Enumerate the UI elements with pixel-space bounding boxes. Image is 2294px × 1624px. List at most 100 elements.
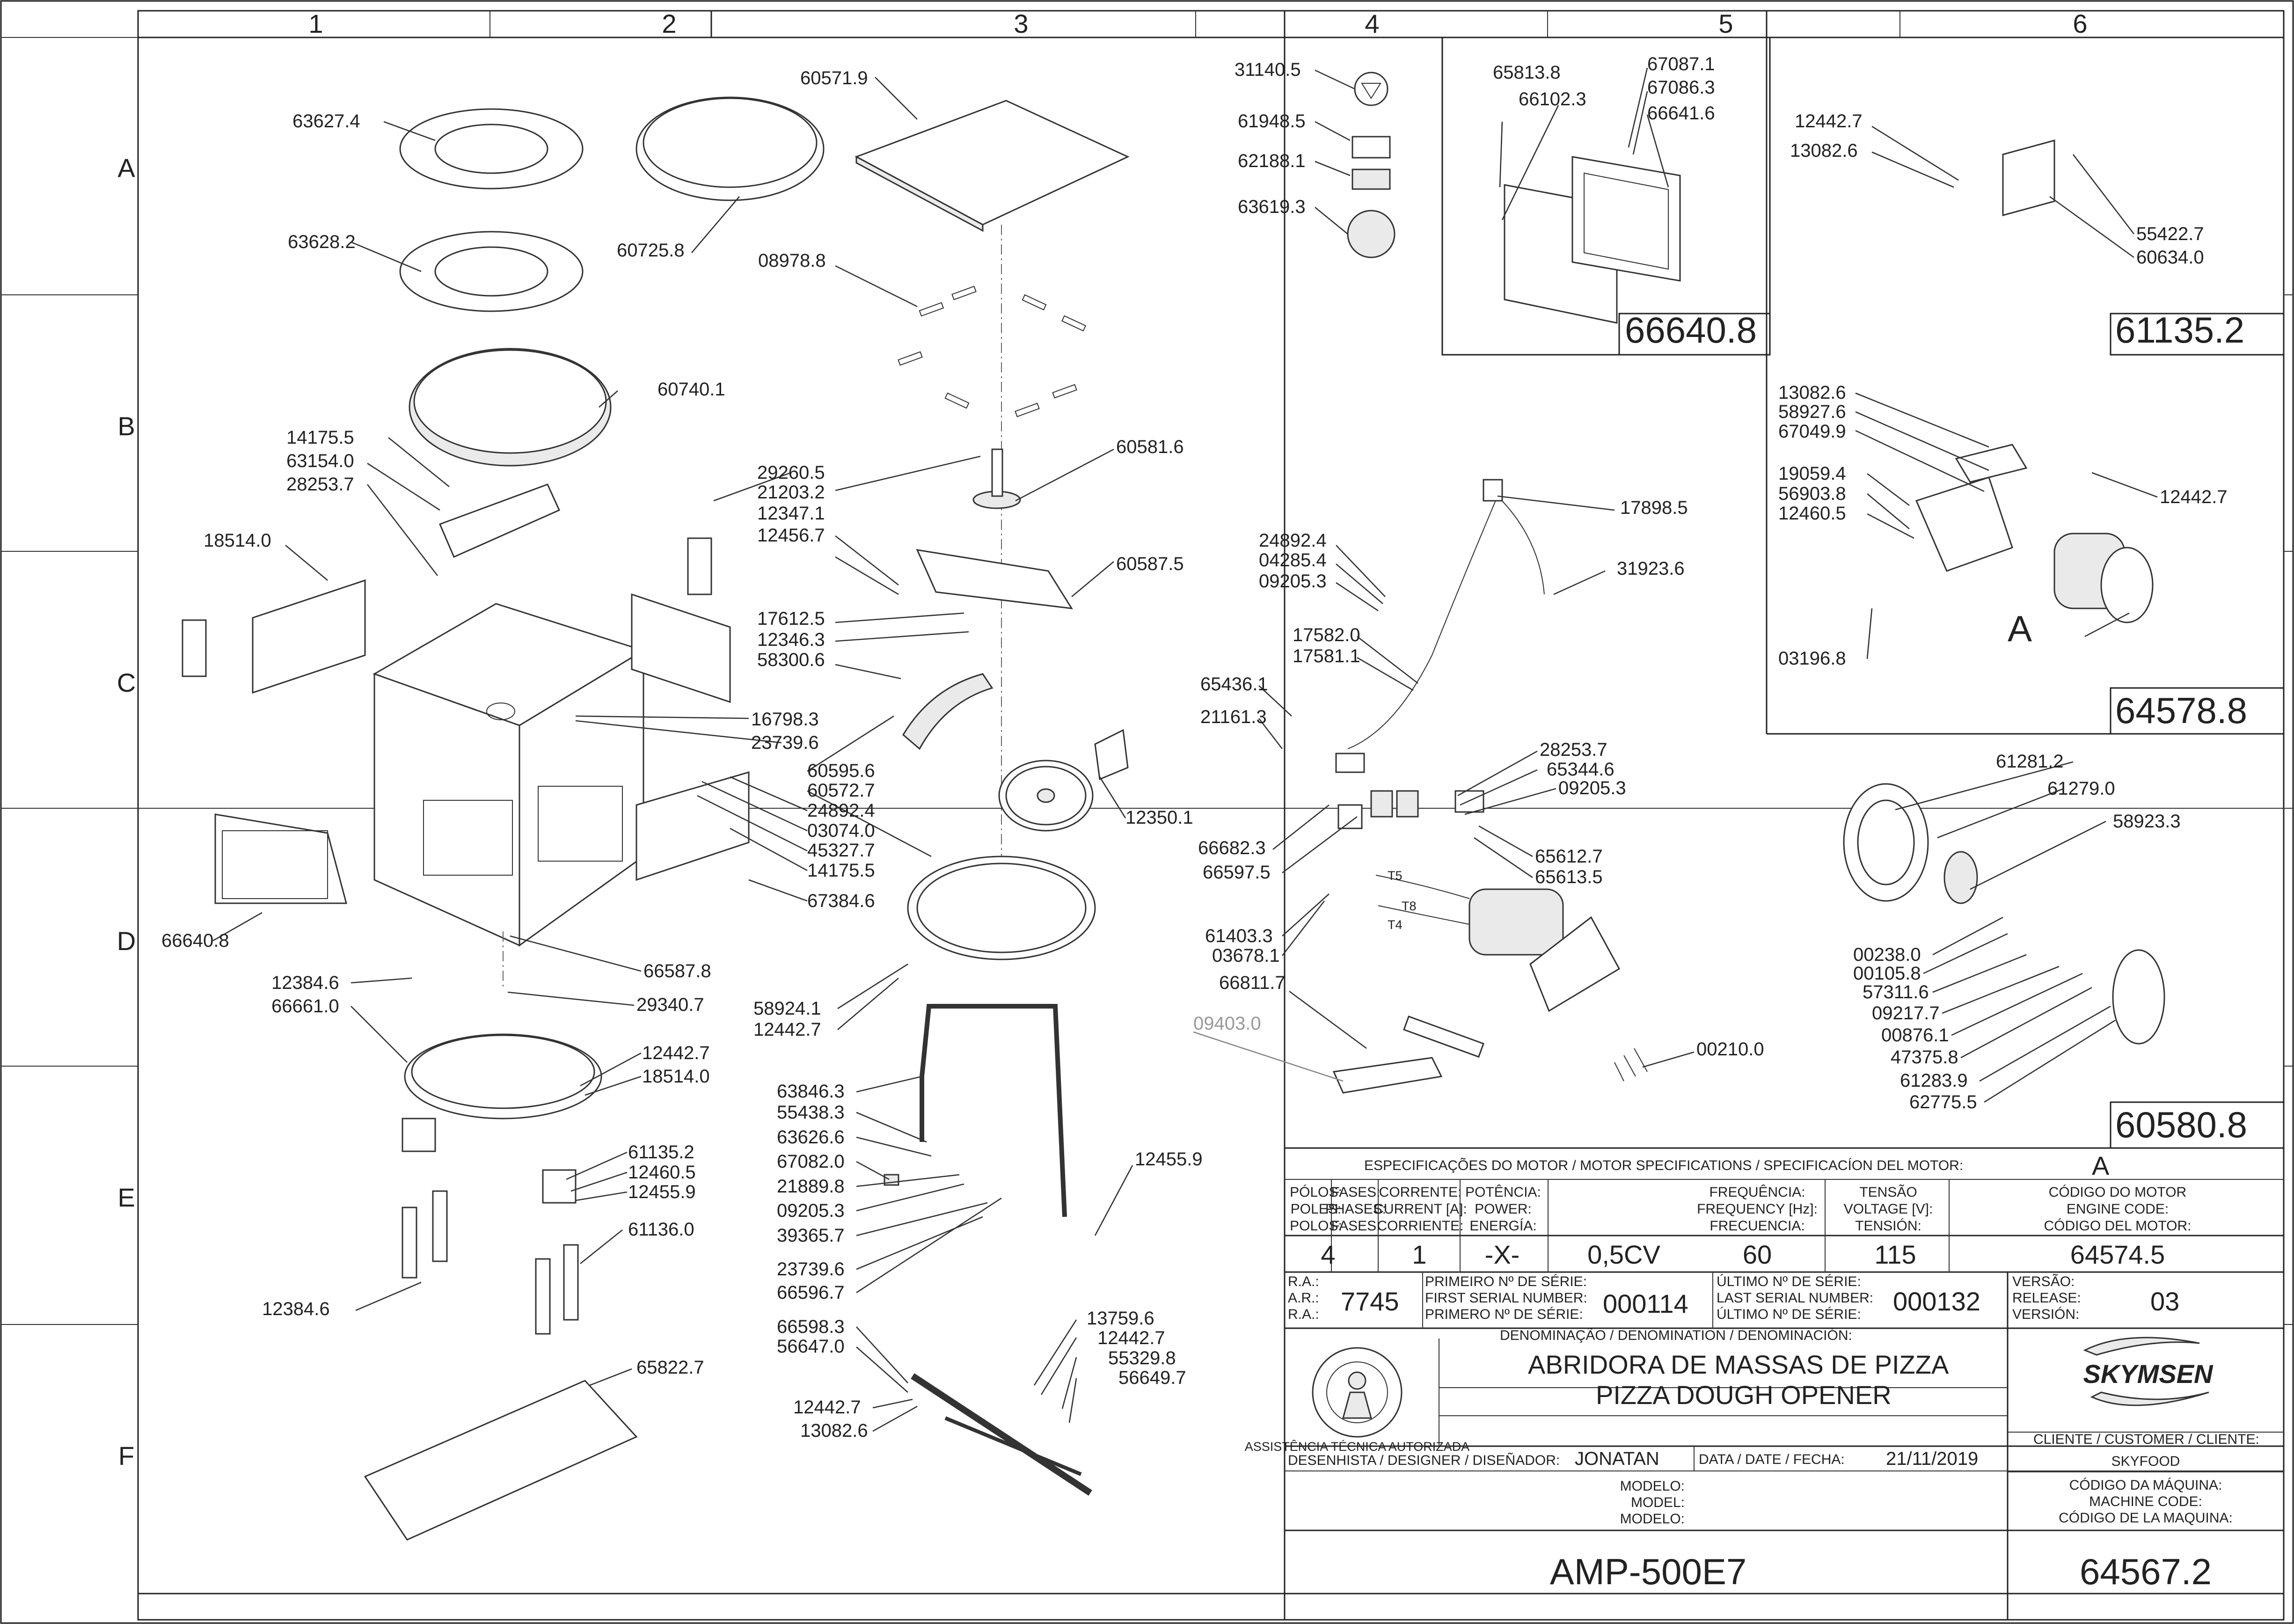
- part-number-label: 21161.3: [1200, 707, 1267, 727]
- grid-column-label: 3: [1014, 9, 1028, 38]
- part-number-label: 61279.0: [2047, 778, 2115, 799]
- part-number-label: 09205.3: [1259, 571, 1327, 592]
- spec-value: 115: [1874, 1240, 1916, 1269]
- part-number-label: 03678.1: [1212, 945, 1280, 966]
- part-number-label: 66587.8: [643, 961, 711, 981]
- part-number-label: 12384.6: [262, 1299, 330, 1319]
- part-number-label: 00876.1: [1881, 1025, 1949, 1046]
- spec-label: ENGINE CODE:: [2067, 1201, 2169, 1217]
- part-number-label: 60572.7: [807, 780, 875, 801]
- spec-label: FRECUENCIA:: [1710, 1218, 1805, 1234]
- part-number-label: 56649.7: [1118, 1368, 1186, 1388]
- ra-label: A.R.:: [1288, 1290, 1319, 1306]
- grid-column-label: 5: [1718, 9, 1733, 38]
- part-number-label: 17581.1: [1293, 646, 1360, 666]
- part-number-label: 12350.1: [1125, 807, 1193, 828]
- part-number-label: 56903.8: [1778, 483, 1846, 504]
- part-number-label: 12456.7: [757, 525, 825, 546]
- ra-label: R.A.:: [1288, 1274, 1319, 1289]
- part-number-label: 08978.8: [758, 250, 826, 271]
- part-number-label: 24892.4: [807, 800, 875, 821]
- spec-label: POLOS:: [1290, 1218, 1342, 1234]
- spec-label: FASES:: [1331, 1218, 1380, 1234]
- part-number-label: 58300.6: [757, 650, 825, 670]
- part-number-label: 63626.6: [777, 1127, 845, 1148]
- spec-value: 64574.5: [2070, 1240, 2165, 1269]
- part-number-label: 65822.7: [636, 1357, 704, 1378]
- spec-label: FREQUENCY [Hz]:: [1697, 1201, 1818, 1217]
- brand-logo: SKYMSEN: [2083, 1337, 2214, 1406]
- part-number-label: 65344.6: [1547, 759, 1615, 780]
- part-number-label: 57311.6: [1863, 982, 1929, 1002]
- part-number-label: 63846.3: [777, 1081, 845, 1102]
- part-number-label: 19059.4: [1778, 463, 1846, 484]
- grid-column-label: 4: [1365, 9, 1379, 38]
- spec-label: CORRENTE:: [1379, 1185, 1462, 1200]
- part-number-label: 66596.7: [777, 1282, 845, 1303]
- part-number-label: 28253.7: [286, 474, 354, 495]
- first-serial-label: FIRST SERIAL NUMBER:: [1425, 1290, 1587, 1306]
- wire-label: T8: [1402, 899, 1417, 913]
- brand-name: SKYMSEN: [2083, 1359, 2214, 1389]
- part-number-label: 61135.2: [628, 1142, 694, 1163]
- part-number-label: 67049.9: [1778, 421, 1846, 442]
- part-number-label: 63627.4: [292, 111, 360, 132]
- spec-label: PÓLOS:: [1290, 1185, 1342, 1200]
- spec-label: POWER:: [1475, 1201, 1532, 1217]
- wire-label: T5: [1388, 869, 1403, 883]
- spec-label: CÓDIGO DEL MOTOR:: [2044, 1218, 2191, 1234]
- part-number-label: 00210.0: [1696, 1039, 1764, 1060]
- grid-row-label: B: [117, 411, 135, 441]
- part-geometry: [182, 72, 2165, 1541]
- ra-value: 7745: [1341, 1287, 1399, 1316]
- part-labels: 63627.4 60571.9 63628.2 60725.8 08978.8 …: [161, 54, 2228, 1441]
- first-serial-label: PRIMEIRO Nº DE SÉRIE:: [1425, 1274, 1587, 1289]
- part-number-label: 63619.3: [1238, 197, 1306, 217]
- part-number-label: 09217.7: [1872, 1003, 1940, 1024]
- part-number-label: 12442.7: [793, 1397, 861, 1418]
- part-number-label: 60581.6: [1116, 437, 1184, 457]
- part-number-label: 00238.0: [1853, 944, 1921, 965]
- part-number-label: 66598.3: [777, 1317, 845, 1337]
- part-number-label: 39365.7: [777, 1225, 845, 1246]
- part-number-label: 61281.2: [1996, 751, 2064, 772]
- part-number-label: 12455.9: [628, 1182, 696, 1202]
- spec-label: CÓDIGO DO MOTOR: [2049, 1185, 2186, 1200]
- date-value: 21/11/2019: [1886, 1448, 1978, 1469]
- part-number-label: 60587.5: [1116, 554, 1184, 574]
- part-number-label: 13082.6: [1790, 140, 1858, 161]
- part-number-label: 67086.3: [1647, 77, 1715, 98]
- part-number-label: 29340.7: [636, 995, 704, 1015]
- part-number-label: 18514.0: [204, 530, 271, 551]
- part-number-label: 61283.9: [1900, 1070, 1968, 1091]
- title-block: ESPECIFICAÇÕES DO MOTOR / MOTOR SPECIFIC…: [1245, 1147, 2285, 1621]
- part-number-label: 58924.1: [753, 998, 821, 1019]
- part-number-label: 12442.7: [1097, 1328, 1165, 1348]
- customer-value: SKYFOOD: [2111, 1454, 2180, 1469]
- assembly-code: 64578.8: [2115, 690, 2247, 731]
- first-serial-label: PRIMERO Nº DE SÉRIE:: [1425, 1307, 1583, 1322]
- part-number-label: 60725.8: [617, 240, 685, 261]
- spec-label: POLES:: [1291, 1201, 1341, 1217]
- assembly-code: 66640.8: [1625, 309, 1757, 351]
- seal-text: ASSISTÊNCIA TÉCNICA AUTORIZADA: [1245, 1439, 1470, 1454]
- machine-code-label: CÓDIGO DE LA MAQUINA:: [2059, 1510, 2233, 1526]
- part-number-label: 67082.0: [777, 1151, 845, 1172]
- part-number-label: 03074.0: [807, 820, 875, 841]
- part-number-label: 65613.5: [1535, 867, 1603, 887]
- part-number-label: 21889.8: [777, 1176, 845, 1197]
- part-number-label: 17612.5: [757, 608, 825, 629]
- model-value: AMP-500E7: [1550, 1551, 1747, 1592]
- part-number-label: 14175.5: [807, 860, 875, 881]
- part-number-label: 62188.1: [1238, 151, 1306, 171]
- part-number-label: 31923.6: [1617, 558, 1685, 579]
- part-number-label: 65612.7: [1535, 846, 1603, 867]
- last-serial-label: ÚLTIMO Nº DE SÉRIE:: [1717, 1307, 1861, 1322]
- machine-code-label: MACHINE CODE:: [2089, 1494, 2202, 1509]
- part-number-label: 13082.6: [800, 1420, 868, 1441]
- part-number-label: 09205.3: [1558, 778, 1626, 798]
- part-number-label: 55422.7: [2136, 224, 2204, 244]
- part-number-label: 18514.0: [642, 1066, 710, 1087]
- part-number-label: 66640.8: [161, 930, 229, 951]
